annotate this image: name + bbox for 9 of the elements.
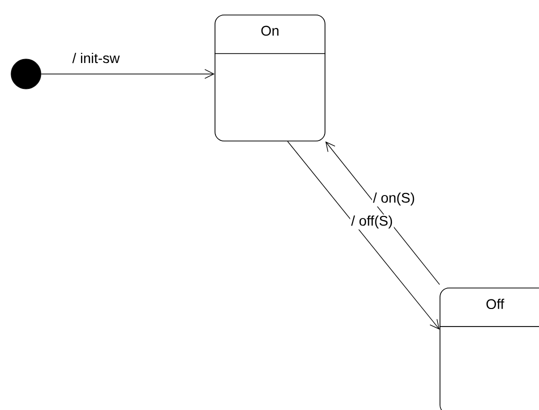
arrow [287, 141, 440, 330]
initial-state [10, 58, 42, 90]
state-box: Off [439, 288, 539, 410]
edge-label: / off(S) [350, 214, 394, 230]
edge-label: / on(S) [372, 191, 416, 207]
arrow [40, 69, 215, 79]
state-box: On [214, 14, 326, 142]
edge-label: / init-sw [71, 52, 121, 64]
arrow [325, 141, 440, 285]
